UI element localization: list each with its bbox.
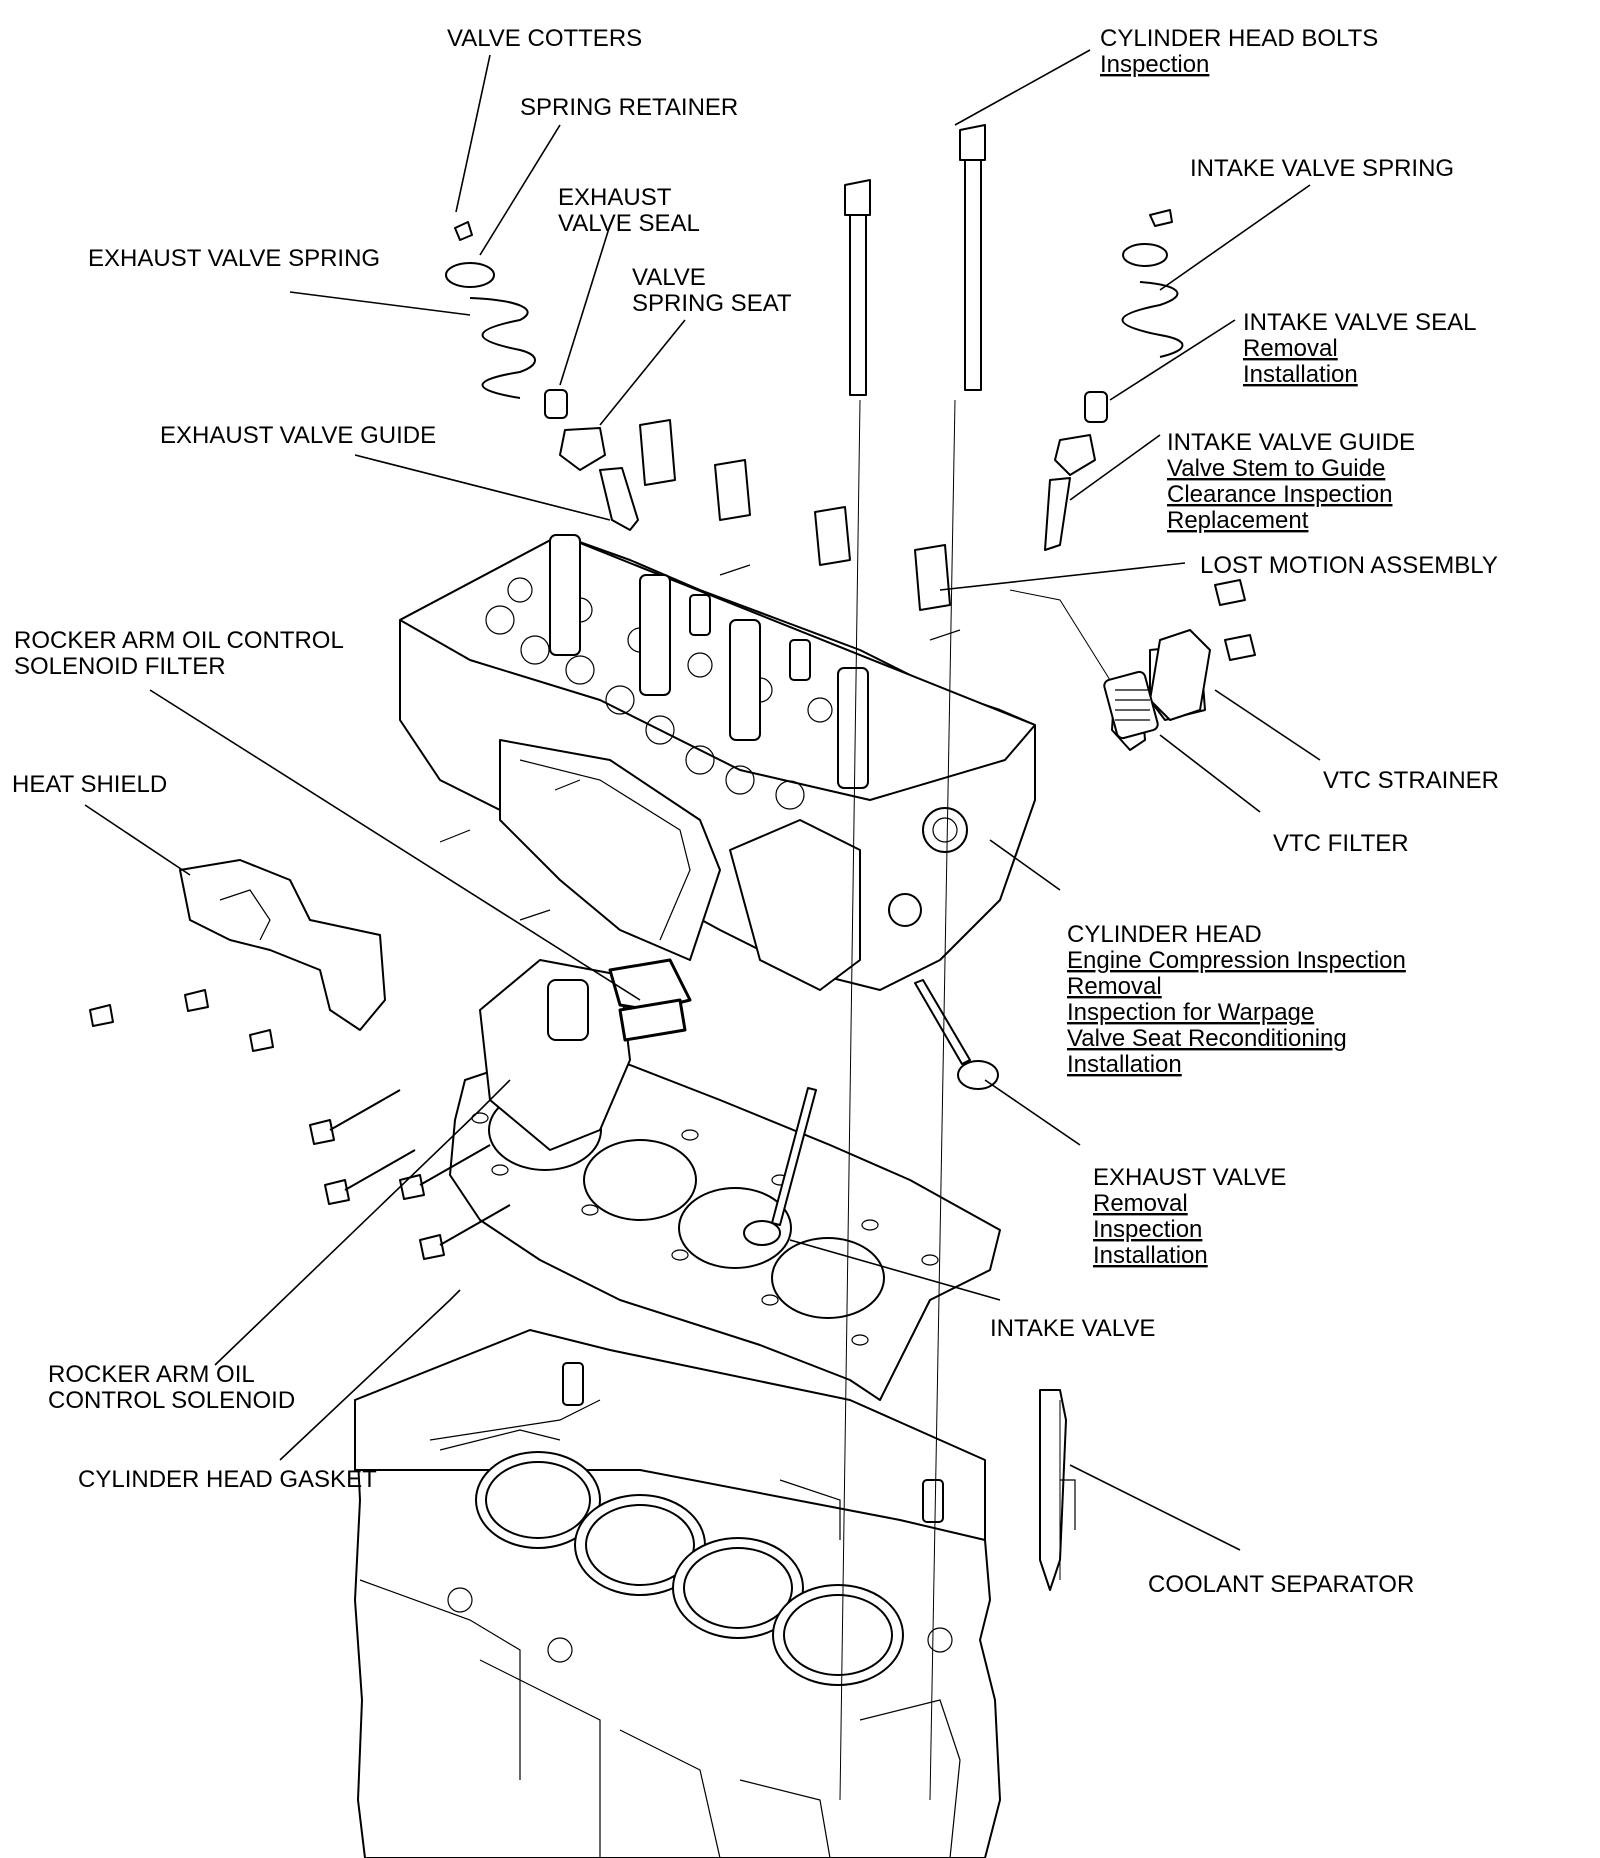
leader-lines <box>84 49 1321 1801</box>
label-spring-retainer: SPRING RETAINER <box>520 94 738 121</box>
callout-line: VALVE SEAL <box>558 210 700 237</box>
label-heat-shield: HEAT SHIELD <box>12 771 167 798</box>
link-intake-valve-guide-replacement[interactable]: Replacement <box>1167 507 1309 534</box>
link-cylinder-head-installation[interactable]: Installation <box>1067 1051 1182 1078</box>
callout-line: VTC STRAINER <box>1323 767 1499 794</box>
label-coolant-separator: COOLANT SEPARATOR <box>1148 1571 1414 1598</box>
label-intake-valve: INTAKE VALVE <box>990 1315 1155 1342</box>
label-intake-valve-spring: INTAKE VALVE SPRING <box>1190 155 1454 182</box>
label-exhaust-valve-seal: EXHAUST VALVE SEAL <box>558 184 700 237</box>
link-cylinder-head-removal[interactable]: Removal <box>1067 973 1162 1000</box>
callout-line: INTAKE VALVE SPRING <box>1190 155 1454 182</box>
cylinder-head-drawing <box>399 534 1036 991</box>
label-cylinder-head-gasket: CYLINDER HEAD GASKET <box>78 1466 377 1493</box>
callout-line: SPRING SEAT <box>632 290 792 317</box>
label-vtc-strainer: VTC STRAINER <box>1323 767 1499 794</box>
label-exhaust-valve-guide: EXHAUST VALVE GUIDE <box>160 422 436 449</box>
label-cylinder-head-bolts: CYLINDER HEAD BOLTS <box>1100 25 1378 52</box>
callout-line: CONTROL SOLENOID <box>48 1387 295 1414</box>
label-intake-valve-seal: INTAKE VALVE SEAL <box>1243 309 1476 336</box>
label-exhaust-valve: EXHAUST VALVE <box>1093 1164 1286 1191</box>
heat-shield-drawing <box>89 859 386 1052</box>
link-exhaust-valve-removal[interactable]: Removal <box>1093 1190 1188 1217</box>
callout-line: INTAKE VALVE <box>990 1315 1155 1342</box>
link-intake-valve-seal-removal[interactable]: Removal <box>1243 335 1338 362</box>
callout-line: INTAKE VALVE SEAL <box>1243 309 1476 336</box>
exhaust-valve-train-drawing <box>445 221 951 611</box>
link-cylinder-head-valve-seat-reconditioning[interactable]: Valve Seat Reconditioning <box>1067 1025 1347 1052</box>
label-lost-motion-assembly: LOST MOTION ASSEMBLY <box>1200 552 1498 579</box>
rocker-solenoid-drawing <box>309 958 692 1260</box>
callout-line: LOST MOTION ASSEMBLY <box>1200 552 1498 579</box>
label-vtc-filter: VTC FILTER <box>1273 830 1409 857</box>
callout-line: EXHAUST <box>558 184 672 211</box>
link-intake-valve-seal-installation[interactable]: Installation <box>1243 361 1358 388</box>
vtc-strainer-drawing <box>1103 629 1211 740</box>
label-exhaust-valve-spring: EXHAUST VALVE SPRING <box>88 245 380 272</box>
label-rocker-arm-oil-control-solenoid-filter: ROCKER ARM OIL CONTROL SOLENOID FILTER <box>14 627 350 680</box>
label-intake-valve-guide: INTAKE VALVE GUIDE <box>1167 429 1415 456</box>
intake-exhaust-valves-drawing <box>743 979 999 1246</box>
callout-line: VALVE <box>632 264 706 291</box>
label-valve-cotters: VALVE COTTERS <box>447 25 642 52</box>
callout-line: EXHAUST VALVE <box>1093 1164 1286 1191</box>
callout-line: ROCKER ARM OIL CONTROL <box>14 627 343 654</box>
link-exhaust-valve-inspection[interactable]: Inspection <box>1093 1216 1202 1243</box>
link-cylinder-head-bolts-inspection[interactable]: Inspection <box>1100 51 1209 78</box>
callout-line: VTC FILTER <box>1273 830 1409 857</box>
callout-line: SPRING RETAINER <box>520 94 738 121</box>
link-cylinder-head-inspection-for-warpage[interactable]: Inspection for Warpage <box>1067 999 1314 1026</box>
link-cylinder-head-engine-compression-inspection[interactable]: Engine Compression Inspection <box>1067 947 1406 974</box>
callout-line: VALVE COTTERS <box>447 25 642 52</box>
link-intake-valve-guide-clearance-inspection[interactable]: Clearance Inspection <box>1167 481 1392 508</box>
callout-line: EXHAUST VALVE GUIDE <box>160 422 436 449</box>
label-valve-spring-seat: VALVE SPRING SEAT <box>632 264 792 317</box>
callout-line: INTAKE VALVE GUIDE <box>1167 429 1415 456</box>
callout-line: SOLENOID FILTER <box>14 653 226 680</box>
callout-line: HEAT SHIELD <box>12 771 167 798</box>
engine-block-drawing <box>354 1329 1001 1858</box>
callout-line: CYLINDER HEAD <box>1067 921 1262 948</box>
label-rocker-arm-oil-control-solenoid: ROCKER ARM OIL CONTROL SOLENOID <box>48 1361 295 1414</box>
link-exhaust-valve-installation[interactable]: Installation <box>1093 1242 1208 1269</box>
callout-line: EXHAUST VALVE SPRING <box>88 245 380 272</box>
callout-line: COOLANT SEPARATOR <box>1148 1571 1414 1598</box>
label-cylinder-head: CYLINDER HEAD <box>1067 921 1262 948</box>
callout-line: CYLINDER HEAD GASKET <box>78 1466 377 1493</box>
cylinder-head-bolt-drawings <box>844 124 986 396</box>
link-intake-valve-guide-valve-stem[interactable]: Valve Stem to Guide <box>1167 455 1385 482</box>
callout-line: ROCKER ARM OIL <box>48 1361 254 1388</box>
callout-labels: VALVE COTTERS SPRING RETAINER EXHAUST VA… <box>12 25 1499 1598</box>
coolant-separator-drawing <box>1039 1389 1076 1591</box>
callout-line: CYLINDER HEAD BOLTS <box>1100 25 1378 52</box>
dowel-pins-drawing <box>562 1362 944 1523</box>
